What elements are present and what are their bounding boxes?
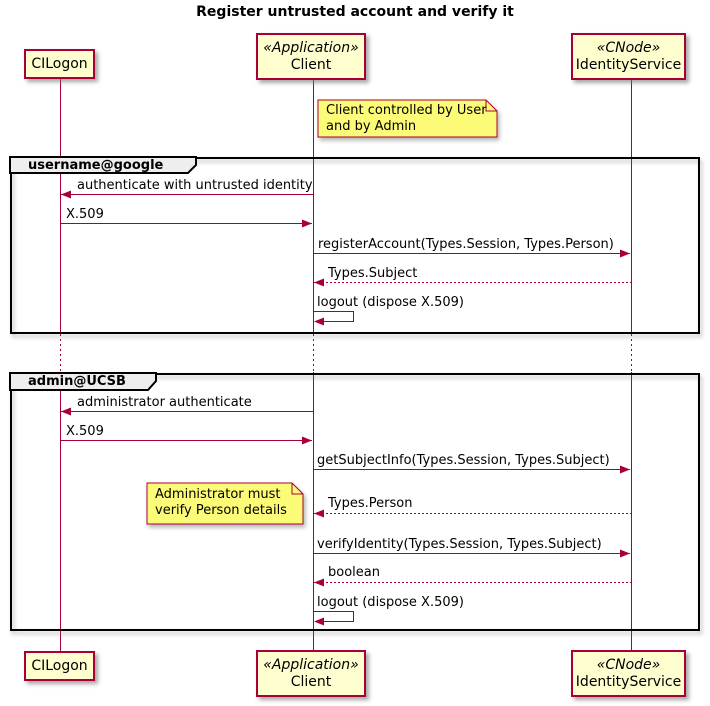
participant-client-bottom: «Application» Client bbox=[256, 650, 366, 697]
message-label: administrator authenticate bbox=[77, 395, 252, 410]
message-label: boolean bbox=[328, 565, 380, 580]
note-admin-line1: Administrator must bbox=[155, 487, 281, 502]
message-label: Types.Subject bbox=[328, 266, 418, 281]
note-client-line1: Client controlled by User bbox=[326, 103, 487, 118]
participant-name: CILogon bbox=[31, 55, 88, 72]
message-label: logout (dispose X.509) bbox=[317, 595, 464, 610]
arrows-frame1 bbox=[60, 190, 631, 326]
message-label: getSubjectInfo(Types.Session, Types.Subj… bbox=[317, 453, 610, 468]
participant-client-top: «Application» Client bbox=[256, 33, 366, 80]
note-admin-shape bbox=[146, 482, 304, 525]
participant-name: Client bbox=[290, 673, 332, 690]
frame2-label: admin@UCSB bbox=[28, 374, 126, 389]
participant-cilogon-bottom: CILogon bbox=[24, 651, 95, 681]
participant-name: CILogon bbox=[31, 657, 88, 674]
note-admin-line2: verify Person details bbox=[155, 503, 287, 518]
note-client-shape bbox=[317, 99, 498, 138]
frame1-label: username@google bbox=[28, 158, 164, 173]
message-label: authenticate with untrusted identity bbox=[77, 178, 313, 193]
participant-name: IdentityService bbox=[575, 56, 682, 73]
message-label: logout (dispose X.509) bbox=[317, 295, 464, 310]
frame-admin-ucsb bbox=[9, 372, 700, 631]
participant-stereotype: «CNode» bbox=[596, 39, 661, 56]
message-label: verifyIdentity(Types.Session, Types.Subj… bbox=[317, 537, 602, 552]
frame-tab bbox=[9, 156, 197, 174]
participant-identityservice-top: «CNode» IdentityService bbox=[571, 33, 686, 80]
participant-cilogon-top: CILogon bbox=[24, 49, 95, 79]
note-client-line2: and by Admin bbox=[326, 119, 417, 134]
diagram-title: Register untrusted account and verify it bbox=[196, 4, 514, 20]
message-label: X.509 bbox=[66, 424, 104, 439]
participant-stereotype: «CNode» bbox=[596, 656, 661, 673]
participant-name: IdentityService bbox=[575, 673, 682, 690]
frame-username-google bbox=[9, 156, 700, 334]
frame-tab bbox=[9, 372, 157, 391]
participant-stereotype: «Application» bbox=[263, 39, 359, 56]
message-label: registerAccount(Types.Session, Types.Per… bbox=[318, 237, 614, 252]
message-label: X.509 bbox=[66, 207, 104, 222]
message-label: Types.Person bbox=[328, 496, 413, 511]
participant-name: Client bbox=[290, 56, 332, 73]
participant-stereotype: «Application» bbox=[263, 656, 359, 673]
arrows-frame2 bbox=[60, 407, 631, 626]
participant-identityservice-bottom: «CNode» IdentityService bbox=[571, 650, 686, 697]
